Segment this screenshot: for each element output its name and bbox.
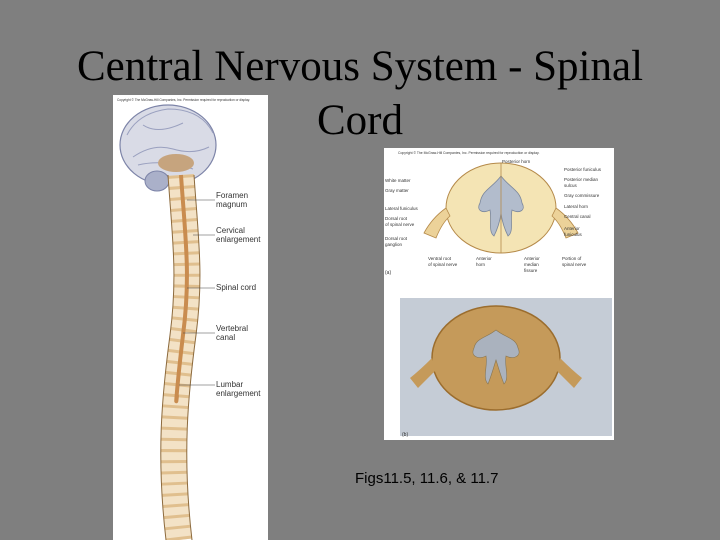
label-dorsal-ganglion-2: ganglion (385, 242, 403, 247)
label-foramen-1: Foramen (216, 191, 248, 200)
copyright-note: Copyright © The McGraw-Hill Companies, I… (117, 98, 250, 102)
micrograph-gray-matter (472, 329, 520, 385)
panel-a-label: (a) (385, 270, 391, 276)
corpus-callosum (158, 154, 194, 172)
label-dorsal-ganglion-1: Dorsal root (385, 236, 408, 241)
label-vertebral-1: Vertebral (216, 324, 248, 333)
label-posterior-sulcus-1: Posterior median (564, 177, 599, 182)
label-white-matter: White matter (385, 178, 411, 183)
label-anterior-fissure-2: median (524, 262, 539, 267)
label-vertebral-2: canal (216, 333, 235, 342)
label-ventral-root-1: Ventral root (428, 256, 452, 261)
copyright-note: Copyright © The McGraw-Hill Companies, I… (398, 151, 540, 155)
label-anterior-horn-1: Anterior (476, 256, 492, 261)
label-lumbar-1: Lumbar (216, 380, 243, 389)
label-cervical-1: Cervical (216, 226, 245, 235)
slide-title: Central Nervous System - Spinal Cord (76, 43, 644, 144)
label-posterior-sulcus-2: sulcus (564, 183, 578, 188)
label-gray-matter: Gray matter (385, 188, 409, 193)
label-lumbar-2: enlargement (216, 389, 261, 398)
label-anterior-horn-2: horn (476, 262, 486, 267)
label-anterior-funiculus-1: Anterior (564, 226, 580, 231)
label-cervical-2: enlargement (216, 235, 261, 244)
label-foramen-2: magnum (216, 200, 247, 209)
label-posterior-horn: Posterior horn (502, 159, 531, 164)
micrograph-root-right (556, 358, 582, 388)
panel-b-label: (b) (402, 432, 408, 438)
spinal-cord-figure: Copyright © The McGraw-Hill Companies, I… (113, 95, 268, 540)
label-central-canal: Central canal (564, 214, 591, 219)
nerve-root-right (551, 207, 579, 239)
label-lateral-funiculus: Lateral funiculus (385, 206, 419, 211)
label-anterior-fissure-1: Anterior (524, 256, 540, 261)
spinal-cord (174, 174, 189, 404)
label-portion-1: Portion of (562, 256, 582, 261)
label-anterior-fissure-3: fissure (524, 268, 538, 273)
brain (119, 104, 217, 186)
label-ventral-root-2: of spinal nerve (428, 262, 458, 267)
spinal-cord-illustration: Copyright © The McGraw-Hill Companies, I… (117, 98, 261, 540)
vertebrae (160, 174, 200, 540)
cross-section-figure: Copyright © The McGraw-Hill Companies, I… (384, 148, 614, 440)
label-posterior-funiculus: Posterior funiculus (564, 167, 602, 172)
label-lateral-horn: Lateral horn (564, 204, 589, 209)
label-dorsal-root-2: of spinal nerve (385, 222, 415, 227)
cross-section-illustration: Copyright © The McGraw-Hill Companies, I… (385, 151, 612, 438)
label-spinal-cord: Spinal cord (216, 283, 256, 292)
label-dorsal-root-1: Dorsal root (385, 216, 408, 221)
brain-folds (126, 108, 214, 170)
label-portion-2: spinal nerve (562, 262, 587, 267)
column-edge-left (160, 174, 175, 540)
figure-caption: Figs11.5, 11.6, & 11.7 (355, 470, 499, 487)
column-edge-right (186, 174, 201, 540)
label-gray-commissure: Gray commissure (564, 193, 600, 198)
label-anterior-funiculus-2: funiculus (564, 232, 583, 237)
cerebellum (144, 170, 170, 192)
nerve-root-left (423, 207, 451, 239)
micrograph-root-left (410, 358, 436, 388)
